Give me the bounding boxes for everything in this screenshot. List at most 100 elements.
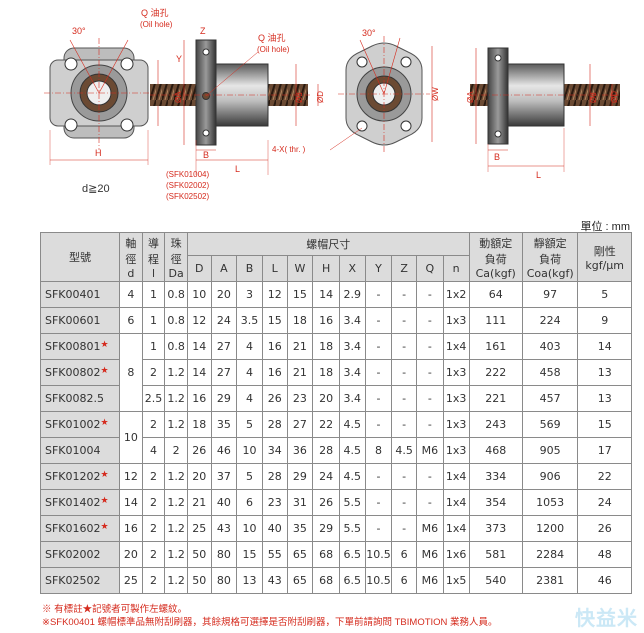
cell-h: 18 xyxy=(312,333,340,360)
model-cell: SFK01004 xyxy=(39,437,121,464)
cell-ca: 354 xyxy=(468,489,523,516)
model-note-3: (SFK02502) xyxy=(166,192,209,201)
cell-l: 1 xyxy=(141,307,166,334)
cell-a: 24 xyxy=(210,307,238,334)
cell-z: - xyxy=(391,489,417,516)
cell-a: 43 xyxy=(210,515,238,542)
cell-k: 14 xyxy=(577,333,632,360)
cell-coa: 1200 xyxy=(521,515,579,542)
cell-l: 15 xyxy=(261,307,288,334)
cell-l: 1 xyxy=(141,333,166,360)
cell-coa: 1053 xyxy=(521,489,579,516)
cell-ca: 468 xyxy=(468,437,523,464)
model-cell: SFK01002★ xyxy=(39,411,121,438)
cell-b: 4 xyxy=(236,359,263,386)
cell-da: 1.2 xyxy=(164,567,188,594)
subheader-q: Q xyxy=(415,255,444,282)
cell-b: 10 xyxy=(236,437,263,464)
cell-coa: 2381 xyxy=(521,567,579,594)
cell-coa: 97 xyxy=(521,281,579,308)
thread-note: 4-X( thr. ) xyxy=(272,145,306,154)
cell-h: 68 xyxy=(312,567,340,594)
cell-l: 28 xyxy=(261,411,288,438)
dim-l-label-2: L xyxy=(536,170,541,180)
cell-l: 2 xyxy=(141,359,166,386)
cell-w: 65 xyxy=(286,567,314,594)
cell-ca: 243 xyxy=(468,411,523,438)
cell-da: 1.2 xyxy=(164,463,188,490)
cell-n: 1x3 xyxy=(442,437,470,464)
cell-k: 24 xyxy=(577,489,632,516)
subheader-l: L xyxy=(261,255,288,282)
subheader-x: X xyxy=(338,255,366,282)
model-cell: SFK00401 xyxy=(39,281,121,308)
dim-d-label-1: Ød xyxy=(295,92,304,103)
cell-h: 68 xyxy=(312,541,340,568)
subheader-d: D xyxy=(186,255,212,282)
cell-ca: 64 xyxy=(468,281,523,308)
dim-a-label-1: ØA xyxy=(174,91,183,103)
cell-w: 65 xyxy=(286,541,314,568)
shaft-dia-cell: 20 xyxy=(119,541,143,568)
cell-h: 20 xyxy=(312,385,340,412)
model-cell: SFK01402★ xyxy=(39,489,121,516)
cell-da: 0.8 xyxy=(164,307,188,334)
cell-q: - xyxy=(415,307,444,334)
cell-ca: 111 xyxy=(468,307,523,334)
cell-a: 20 xyxy=(210,281,238,308)
cell-coa: 906 xyxy=(521,463,579,490)
cell-l: 12 xyxy=(261,281,288,308)
cell-b: 13 xyxy=(236,567,263,594)
left-thread-star-icon: ★ xyxy=(100,470,109,480)
unit-label: 單位 : mm xyxy=(580,221,631,233)
cell-k: 26 xyxy=(577,515,632,542)
cell-h: 16 xyxy=(312,307,340,334)
technical-drawings: 30° H ØW Q 油孔 (Oil hole) Q 油孔 (Oil hole)… xyxy=(44,7,620,201)
dim-b-label-2: B xyxy=(494,152,500,162)
model-cell: SFK0082.5 xyxy=(39,385,121,412)
front-view-left xyxy=(44,38,159,165)
dim-a-label-2: ØA xyxy=(466,91,475,103)
side-view-right xyxy=(470,47,620,172)
cell-coa: 457 xyxy=(521,385,579,412)
cell-w: 36 xyxy=(286,437,314,464)
shaft-dia-cell: 4 xyxy=(119,281,143,308)
shaft-dia-cell: 16 xyxy=(119,515,143,542)
cell-x: 4.5 xyxy=(338,411,366,438)
cell-y: - xyxy=(364,281,393,308)
cell-q: - xyxy=(415,489,444,516)
cell-a: 46 xyxy=(210,437,238,464)
cell-x: 2.9 xyxy=(338,281,366,308)
cell-y: 10.5 xyxy=(364,541,393,568)
cell-h: 28 xyxy=(312,437,340,464)
cell-x: 5.5 xyxy=(338,489,366,516)
subheader-w: W xyxy=(286,255,314,282)
front-view-right xyxy=(329,36,433,152)
cell-k: 9 xyxy=(577,307,632,334)
oil-hole-label-2: Q 油孔 xyxy=(258,32,286,43)
cell-q: M6 xyxy=(415,541,444,568)
cell-a: 29 xyxy=(210,385,238,412)
header-nut-dims: 螺帽尺寸 xyxy=(186,232,470,256)
cell-ca: 581 xyxy=(468,541,523,568)
cell-q: - xyxy=(415,411,444,438)
cell-n: 1x4 xyxy=(442,515,470,542)
cell-b: 5 xyxy=(236,411,263,438)
cell-d: 50 xyxy=(186,567,212,594)
cell-l: 26 xyxy=(261,385,288,412)
cell-b: 6 xyxy=(236,489,263,516)
cell-d: 12 xyxy=(186,307,212,334)
cell-n: 1x4 xyxy=(442,463,470,490)
cell-d: 18 xyxy=(186,411,212,438)
cell-k: 17 xyxy=(577,437,632,464)
cell-da: 1.2 xyxy=(164,359,188,386)
left-thread-star-icon: ★ xyxy=(100,418,109,428)
cell-l: 16 xyxy=(261,333,288,360)
cell-d: 14 xyxy=(186,359,212,386)
cell-da: 1.2 xyxy=(164,515,188,542)
cell-y: - xyxy=(364,411,393,438)
cell-da: 0.8 xyxy=(164,333,188,360)
